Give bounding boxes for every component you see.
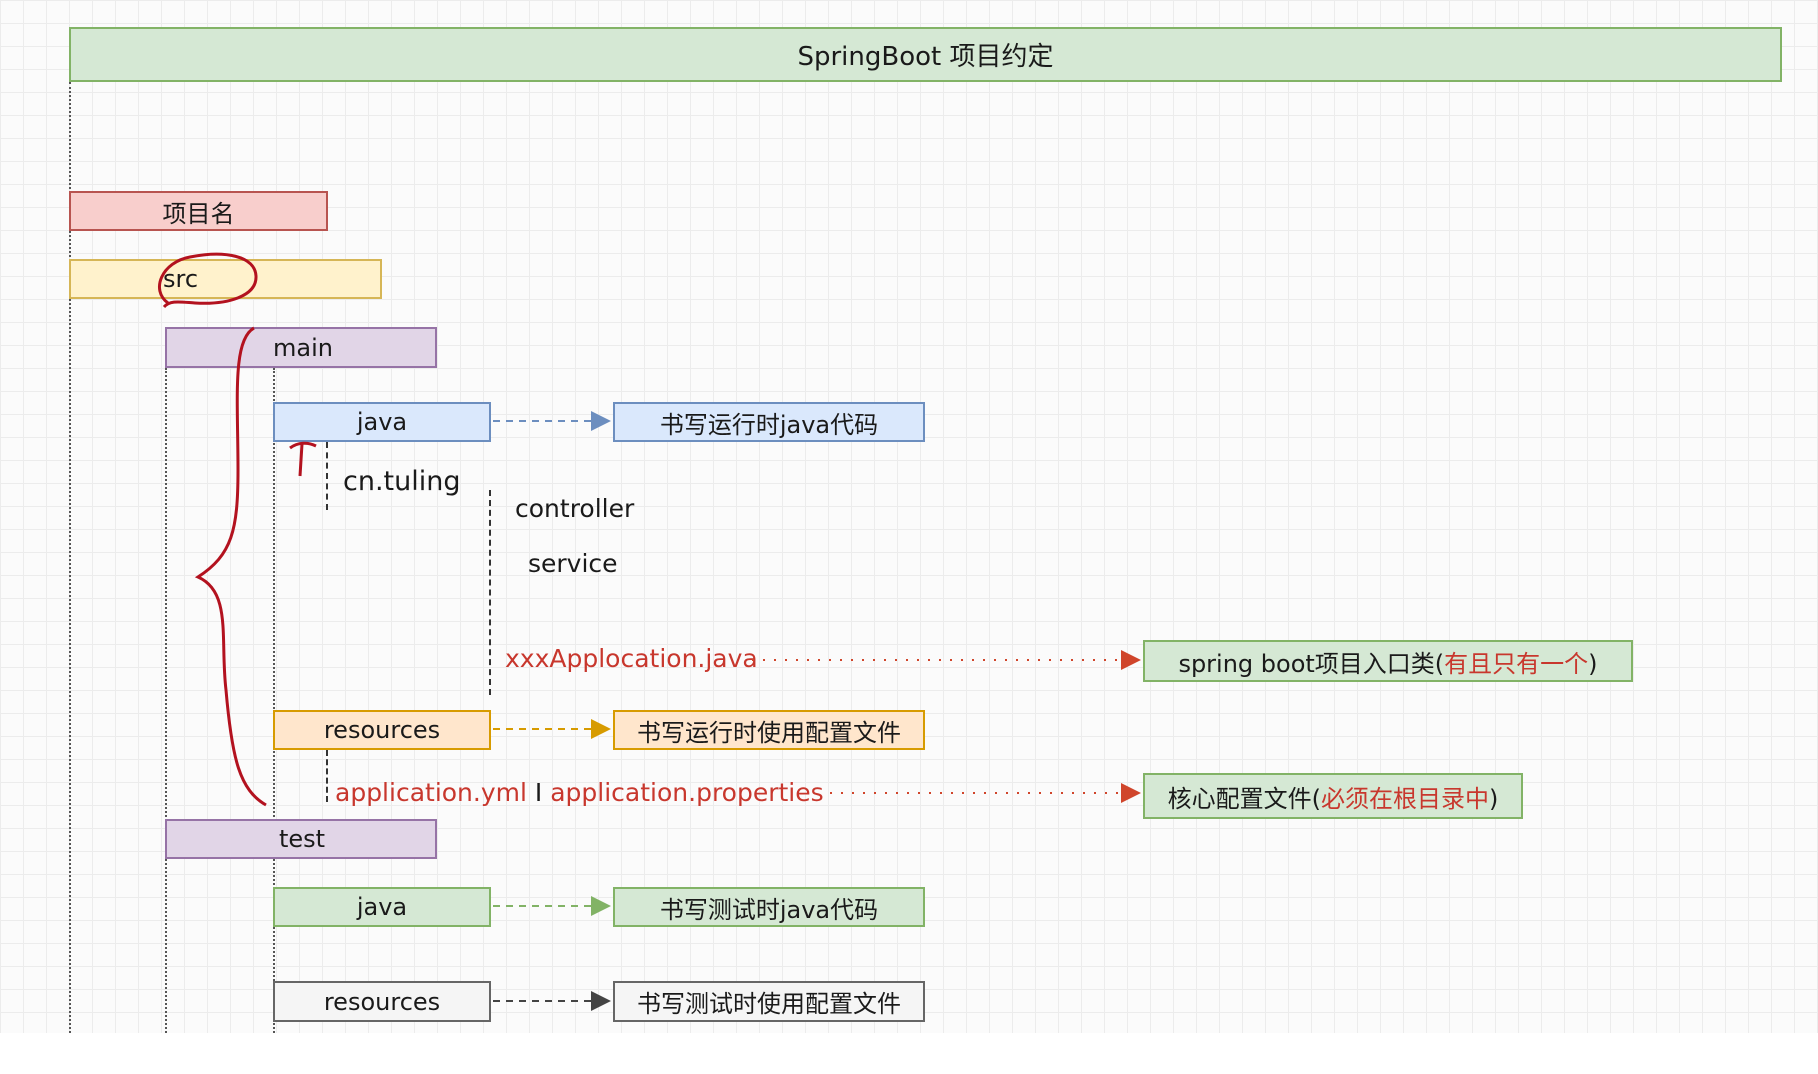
- config-files-label: application.yml I application.properties: [335, 778, 824, 807]
- entry-class-note-box: spring boot项目入口类(有且只有一个): [1143, 640, 1633, 682]
- main-java-note: 书写运行时java代码: [659, 410, 879, 439]
- test-java-note-box: 书写测试时java代码: [613, 887, 925, 927]
- main-resources-note-box: 书写运行时使用配置文件: [613, 710, 925, 750]
- src-label: src: [162, 265, 199, 293]
- tree-line-resources: [326, 750, 328, 802]
- title-box: SpringBoot 项目约定: [69, 27, 1782, 82]
- project-name-box: 项目名: [69, 191, 328, 231]
- annotation-brace: [194, 326, 267, 807]
- test-resources-note: 书写测试时使用配置文件: [637, 990, 901, 1018]
- tree-line-cn-tuling: [489, 490, 491, 695]
- main-resources-box: resources: [273, 710, 491, 750]
- main-java-label: java: [356, 408, 408, 436]
- test-label: test: [279, 825, 326, 853]
- test-box: test: [165, 819, 437, 859]
- tree-line-src: [165, 368, 167, 1033]
- package-cn-tuling: cn.tuling: [343, 466, 461, 497]
- tree-line-main: [273, 368, 275, 1033]
- bottom-strip: [0, 1033, 1818, 1074]
- annotation-src-circle: [158, 252, 258, 309]
- package-controller: controller: [515, 494, 635, 523]
- annotation-hook: [289, 441, 317, 477]
- project-name-label: 项目名: [162, 199, 235, 228]
- main-java-box: java: [273, 402, 491, 442]
- main-box: main: [165, 327, 437, 368]
- title-text: SpringBoot 项目约定: [797, 42, 1054, 72]
- main-label: main: [273, 333, 333, 362]
- test-resources-label: resources: [323, 987, 441, 1016]
- src-box: src: [69, 259, 382, 299]
- main-resources-label: resources: [323, 716, 441, 744]
- tree-line-java: [326, 442, 328, 510]
- entry-class-note: spring boot项目入口类(有且只有一个): [1178, 649, 1598, 678]
- config-note: 核心配置文件(必须在根目录中): [1167, 784, 1499, 813]
- test-java-box: java: [273, 887, 491, 927]
- application-class-label: xxxApplocation.java: [505, 644, 758, 673]
- test-java-label: java: [356, 893, 408, 921]
- main-resources-note: 书写运行时使用配置文件: [637, 718, 901, 747]
- test-java-note: 书写测试时java代码: [659, 895, 879, 924]
- main-java-note-box: 书写运行时java代码: [613, 402, 925, 442]
- diagram-canvas: [0, 0, 1818, 1033]
- tree-line-root: [69, 82, 71, 1033]
- test-resources-note-box: 书写测试时使用配置文件: [613, 981, 925, 1022]
- config-note-box: 核心配置文件(必须在根目录中): [1143, 773, 1523, 819]
- test-resources-box: resources: [273, 981, 491, 1022]
- package-service: service: [528, 549, 618, 578]
